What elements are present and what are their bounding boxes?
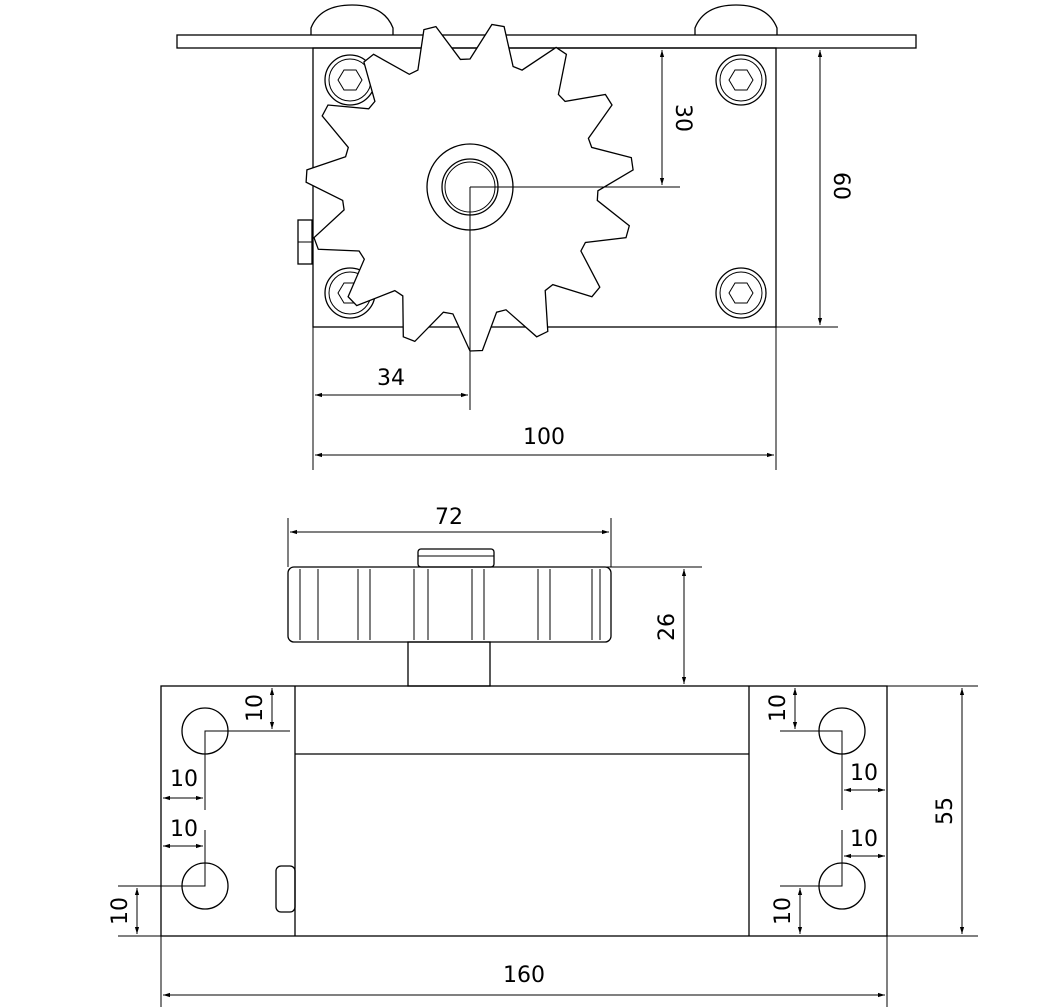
dome-bolt-left <box>310 4 394 35</box>
side-knob <box>275 865 296 913</box>
mounting-plate <box>176 34 917 49</box>
dim-100: 100 <box>523 425 565 450</box>
dome-bolt-right <box>694 4 778 35</box>
dim-10-tr-h: 10 <box>850 761 878 786</box>
motor-base <box>160 685 888 937</box>
dim-10-bl-v: 10 <box>108 897 133 925</box>
dim-10-br-v: 10 <box>771 897 796 925</box>
bolt-hole-tr <box>715 54 767 106</box>
bolt-hole-br <box>715 267 767 319</box>
bolt-holes <box>324 54 767 319</box>
dim-10-tr-v: 10 <box>766 694 791 722</box>
top-view: 30 60 34 100 <box>176 4 917 470</box>
dim-160: 160 <box>503 963 545 988</box>
gear-hub-side <box>407 641 491 687</box>
dim-10-bl-h: 10 <box>170 817 198 842</box>
dim-60: 60 <box>828 172 853 200</box>
front-view: 72 26 10 10 10 10 10 10 10 10 <box>108 505 978 1007</box>
dim-26: 26 <box>655 613 680 641</box>
dim-34: 34 <box>377 366 405 391</box>
gear-tooth-lines <box>299 569 601 640</box>
dim-10-tl-v: 10 <box>243 694 268 722</box>
gear-side <box>287 566 612 643</box>
dim-72: 72 <box>435 505 463 530</box>
dim-10-tl-h: 10 <box>170 767 198 792</box>
dim-10-br-h: 10 <box>850 827 878 852</box>
dim-30: 30 <box>670 104 695 132</box>
dim-55: 55 <box>933 797 958 825</box>
gear-cap <box>417 548 495 568</box>
